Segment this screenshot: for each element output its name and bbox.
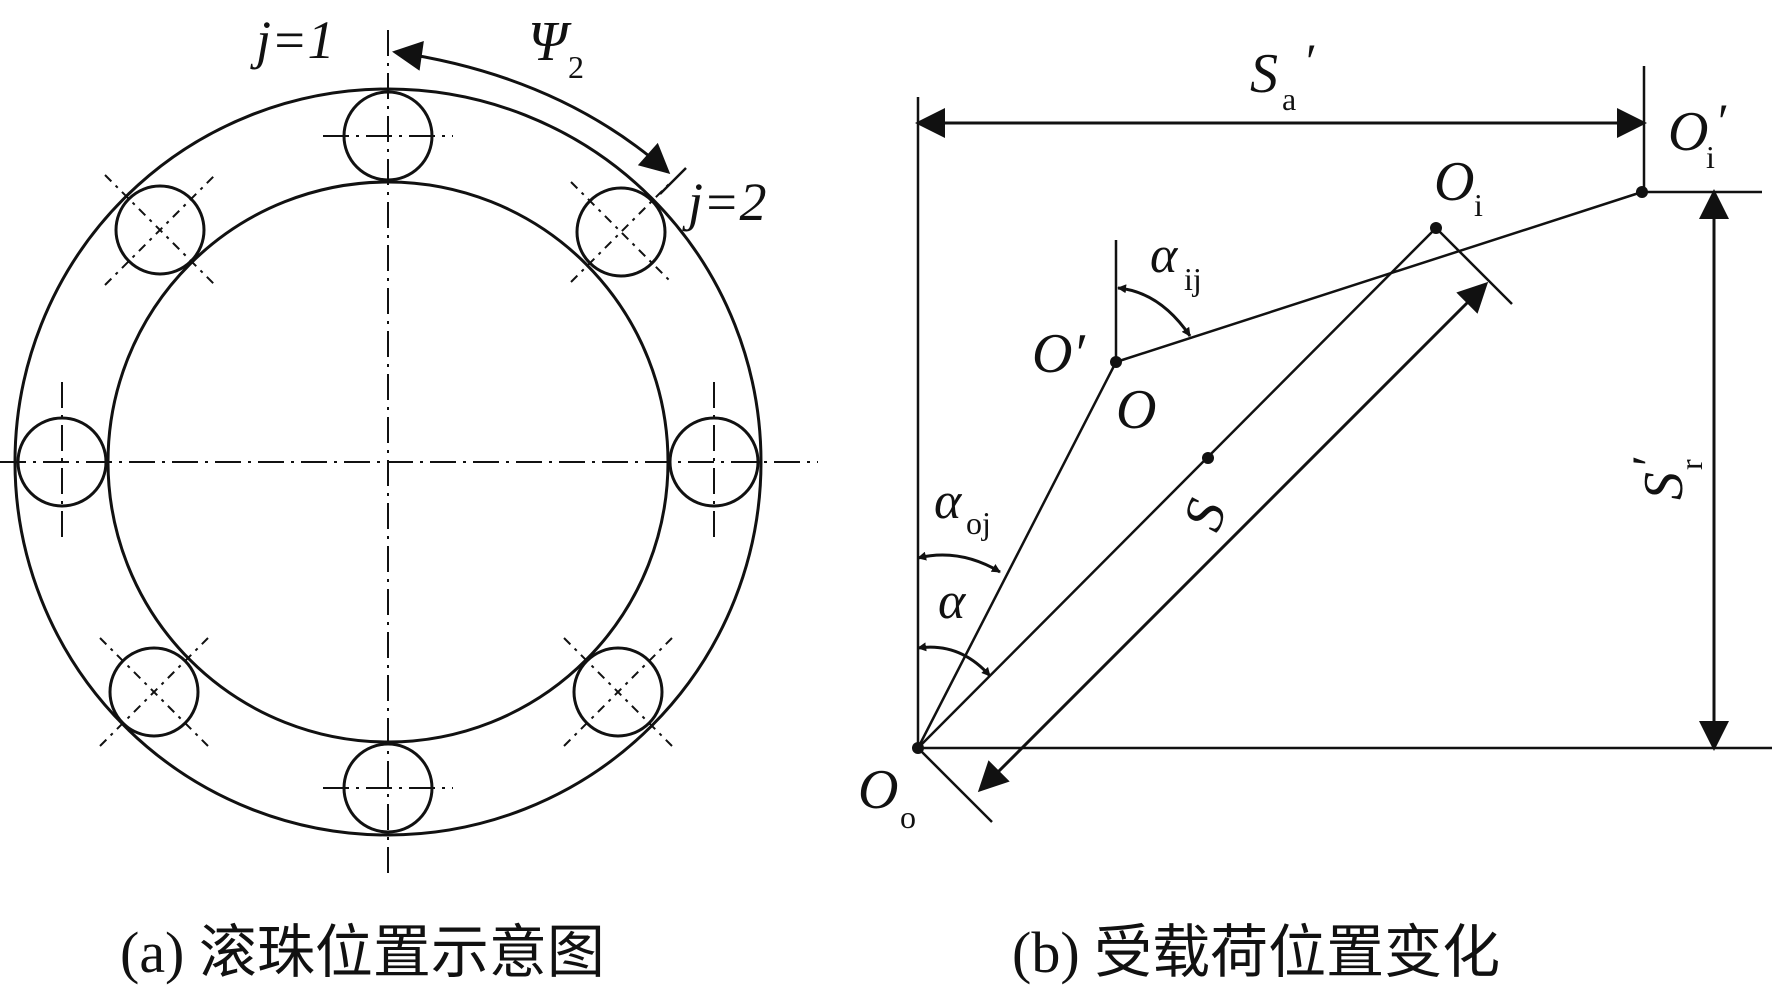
label-o-prime: O′: [1032, 323, 1085, 385]
ball-top-right: [570, 181, 672, 283]
ball-right: [668, 382, 760, 542]
label-oi: O: [1434, 151, 1474, 213]
label-alpha-oj-sub: oj: [966, 505, 991, 541]
label-alpha-ij: α: [1150, 227, 1179, 284]
label-oo: O: [858, 759, 898, 821]
alpha-arc: [917, 642, 992, 677]
label-sr-group: S r ′: [1621, 455, 1709, 500]
panel-b-load-geometry: S a ′ O i ′ O i α ij O′ O S S r ′ α oj α…: [858, 33, 1772, 985]
point-o: [1110, 356, 1122, 368]
panel-a-bearing-diagram: j=1 j=2 Ψ 2 (a) 滚珠位置示意图: [0, 10, 818, 985]
point-oo: [912, 742, 924, 754]
point-s-mid: [1202, 452, 1214, 464]
s-extension-top: [1435, 227, 1513, 305]
alpha-oj-arc: [917, 551, 1001, 574]
label-o: O: [1116, 379, 1156, 441]
ball-bottom-left: [99, 637, 209, 747]
label-alpha-ij-sub: ij: [1184, 261, 1202, 297]
label-sr: S: [1633, 472, 1695, 500]
s-dimension-arrow: [977, 281, 1489, 793]
label-psi: Ψ: [528, 11, 572, 73]
ball-bottom-right: [563, 637, 673, 747]
ball-left: [16, 382, 108, 542]
label-sa-sub: a: [1282, 81, 1296, 117]
caption-a: (a) 滚珠位置示意图: [120, 920, 605, 985]
ball-top-left: [104, 174, 216, 286]
s-extension-bottom: [917, 747, 993, 823]
label-j1: j=1: [250, 10, 334, 70]
label-psi-sub: 2: [568, 49, 584, 85]
label-alpha-oj: α: [934, 473, 963, 530]
label-oi-prime-mark: ′: [1718, 93, 1729, 149]
label-sr-sub: r: [1673, 459, 1709, 470]
psi-tick-j2: [659, 167, 687, 195]
label-oo-sub: o: [900, 799, 916, 835]
point-oi-prime: [1636, 186, 1648, 198]
label-oi-prime-sub: i: [1706, 139, 1715, 175]
ball-bottom: [323, 742, 453, 834]
label-sa-prime: ′: [1306, 33, 1317, 89]
alpha-ij-arc: [1117, 284, 1192, 337]
label-sa: S: [1250, 43, 1278, 105]
line-oo-to-oi: [917, 227, 1437, 749]
caption-b: (b) 受载荷位置变化: [1012, 920, 1500, 985]
label-alpha: α: [938, 573, 967, 630]
label-oi-sub: i: [1474, 187, 1483, 223]
psi-arc-arrow: [392, 41, 671, 174]
label-oi-prime: O: [1668, 101, 1708, 163]
label-j2: j=2: [682, 172, 766, 232]
label-sr-prime: ′: [1621, 455, 1677, 466]
label-s: S: [1171, 492, 1239, 538]
point-oi: [1430, 222, 1442, 234]
